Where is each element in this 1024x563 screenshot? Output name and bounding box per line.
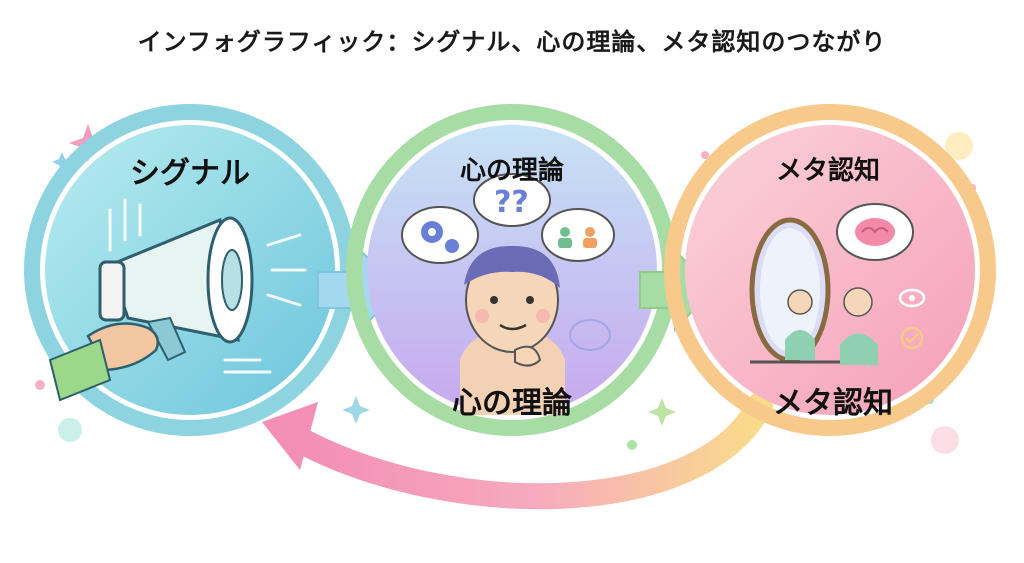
question-mark-icon: ?? xyxy=(494,185,529,220)
circle-theory-of-mind: ?? xyxy=(346,104,678,436)
label-metacognition-top: メタ認知 xyxy=(775,156,880,186)
check-icon xyxy=(900,326,924,350)
gear-icon xyxy=(421,221,459,253)
thinking-person-icon xyxy=(460,245,565,415)
brain-icon xyxy=(855,218,895,246)
arrow-meta-to-signal-head xyxy=(262,402,318,470)
circle-metacognition xyxy=(664,104,996,436)
label-signal: シグナル xyxy=(130,156,250,191)
brain-icon-faint xyxy=(569,319,611,351)
thought-cloud-chat xyxy=(541,208,615,262)
eye-icon xyxy=(898,288,926,308)
thought-cloud-question xyxy=(473,173,551,227)
mirror-reflection-icon xyxy=(749,217,878,365)
label-theory-of-mind-bottom: 心の理論 xyxy=(452,386,572,421)
arrow-meta-to-signal xyxy=(287,392,773,510)
page-title: インフォグラフィック：シグナル、心の理論、メタ認知のつながり xyxy=(137,28,887,56)
signal-wave-lines xyxy=(108,198,307,374)
megaphone-icon xyxy=(48,216,254,402)
label-metacognition-bottom: メタ認知 xyxy=(773,386,893,421)
chat-people-icon xyxy=(558,227,597,248)
label-theory-of-mind-top: 心の理論 xyxy=(459,156,564,186)
